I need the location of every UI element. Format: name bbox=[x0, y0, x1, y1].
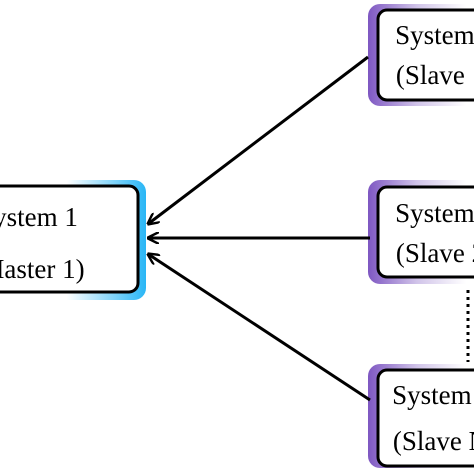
slave-node-1: System 2 (Slave 1) bbox=[368, 4, 474, 106]
master-node: System 1 (Master 1) bbox=[0, 180, 146, 300]
master-node-box bbox=[0, 184, 140, 294]
arrow-slave-n-to-master bbox=[148, 254, 371, 402]
slave-node-1-box bbox=[376, 8, 474, 102]
slave-node-1-role: (Slave 1) bbox=[396, 60, 474, 90]
master-node-title: System 1 bbox=[0, 202, 78, 232]
slave-node-n-box bbox=[376, 368, 474, 468]
slave-node-2-box bbox=[376, 185, 474, 279]
slave-node-n-role: (Slave N) bbox=[393, 426, 474, 456]
slave-node-n: System N (Slave N) bbox=[368, 364, 474, 468]
slave-node-n-title: System N bbox=[392, 380, 474, 410]
arrow-slave-1-to-master bbox=[148, 55, 369, 224]
slave-node-1-title: System 2 bbox=[395, 20, 474, 50]
slave-node-2: System 3 (Slave 2) bbox=[368, 180, 474, 284]
slave-node-2-title: System 3 bbox=[395, 198, 474, 228]
slave-node-2-role: (Slave 2) bbox=[396, 238, 474, 268]
master-node-role: (Master 1) bbox=[0, 254, 85, 284]
